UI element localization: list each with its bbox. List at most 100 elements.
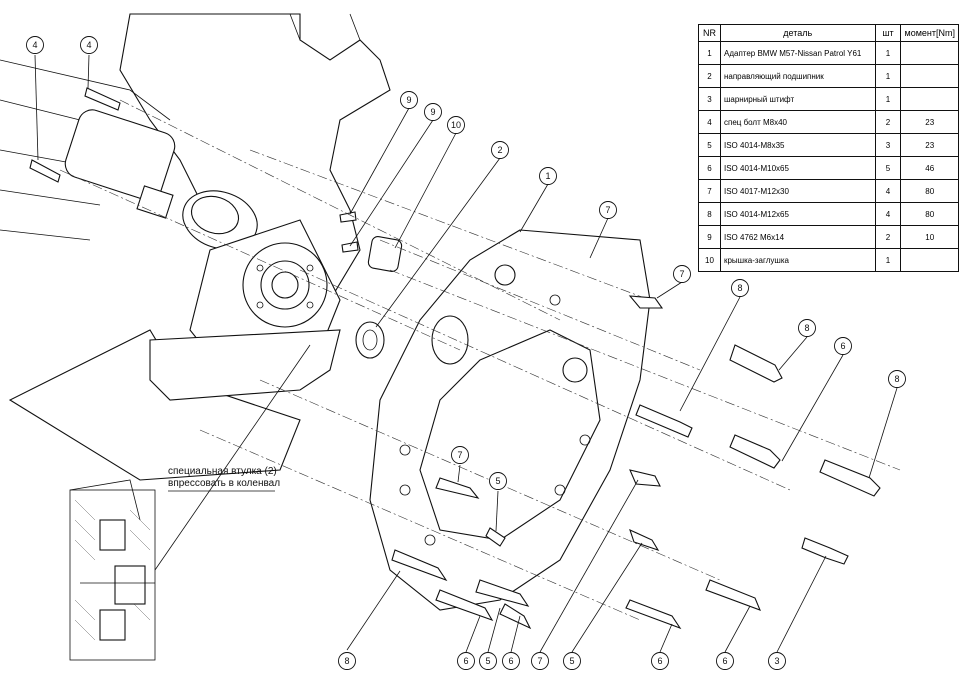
callout-bubble: 8 — [798, 319, 816, 337]
callout-label: 8 — [894, 374, 899, 384]
callout-bubble: 5 — [489, 472, 507, 490]
callout-circle — [424, 103, 442, 121]
callout-bubble: 7 — [451, 446, 469, 464]
row-qty: 1 — [874, 87, 902, 111]
row-qty: 3 — [874, 133, 902, 157]
callout-circle — [26, 36, 44, 54]
callout-label: 6 — [463, 656, 468, 666]
row-nr: 10 — [698, 248, 721, 272]
row-nr: 5 — [698, 133, 721, 157]
callout-bubble: 6 — [502, 652, 520, 670]
row-torque: 80 — [900, 179, 959, 203]
row-part: ISO 4014-M10x65 — [719, 156, 876, 180]
callout-circle — [451, 446, 469, 464]
callout-circle — [673, 265, 691, 283]
callout-bubble: 10 — [447, 116, 465, 134]
row-torque: 23 — [900, 133, 959, 157]
callout-label: 5 — [569, 656, 574, 666]
callout-bubble: 4 — [80, 36, 98, 54]
row-part: шарнирный штифт — [719, 87, 876, 111]
loose-bolts — [391, 295, 881, 630]
callout-bubble: 6 — [457, 652, 475, 670]
row-qty: 1 — [874, 64, 902, 88]
header-torque: момент[Nm] — [900, 24, 959, 42]
row-part: Адаптер BMW M57-Nissan Patrol Y61 — [719, 41, 876, 65]
row-torque: 23 — [900, 110, 959, 134]
row-nr: 9 — [698, 225, 721, 249]
callout-circle — [888, 370, 906, 388]
assembly-axes — [59, 99, 901, 621]
callout-bubble: 7 — [531, 652, 549, 670]
assembly-note: специальная втулка (2) впрессовать в кол… — [168, 466, 280, 490]
callout-bubble: 8 — [338, 652, 356, 670]
callout-circle — [731, 279, 749, 297]
callout-circle — [489, 472, 507, 490]
callout-circle — [599, 201, 617, 219]
leader-lines — [34, 54, 898, 653]
section-detail — [69, 489, 156, 661]
row-torque — [900, 87, 959, 111]
callout-label: 1 — [545, 171, 550, 181]
callout-label: 6 — [840, 341, 845, 351]
callout-label: 4 — [86, 40, 91, 50]
callout-circle — [479, 652, 497, 670]
callout-circle — [716, 652, 734, 670]
row-nr: 8 — [698, 202, 721, 226]
adapter-plate — [369, 229, 651, 611]
callout-circle — [798, 319, 816, 337]
callout-circle — [539, 167, 557, 185]
header-nr: NR — [698, 24, 721, 42]
callout-bubble: 3 — [768, 652, 786, 670]
callout-label: 5 — [485, 656, 490, 666]
engine-block — [0, 13, 391, 521]
row-part: ISO 4014-M12x65 — [719, 202, 876, 226]
row-torque — [900, 64, 959, 88]
callout-bubble: 4 — [26, 36, 44, 54]
callout-bubble: 8 — [731, 279, 749, 297]
row-part: крышка-заглушка — [719, 248, 876, 272]
row-qty: 4 — [874, 202, 902, 226]
callout-label: 3 — [774, 656, 779, 666]
note-line-2: впрессовать в коленвал — [168, 478, 281, 489]
callout-bubble: 7 — [673, 265, 691, 283]
callout-bubble: 9 — [424, 103, 442, 121]
row-qty: 5 — [874, 156, 902, 180]
row-part: ISO 4017-M12x30 — [719, 179, 876, 203]
callout-label: 7 — [605, 205, 610, 215]
parts-table-header: NR деталь шт момент[Nm] — [698, 24, 959, 42]
row-nr: 2 — [698, 64, 721, 88]
callout-label: 8 — [344, 656, 349, 666]
row-nr: 1 — [698, 41, 721, 65]
callout-circle — [563, 652, 581, 670]
callout-label: 7 — [457, 450, 462, 460]
callout-label: 10 — [451, 120, 461, 130]
row-qty: 4 — [874, 179, 902, 203]
callout-bubble: 5 — [479, 652, 497, 670]
callout-bubble: 7 — [599, 201, 617, 219]
callout-bubble: 6 — [651, 652, 669, 670]
row-qty: 1 — [874, 248, 902, 272]
callout-bubble: 8 — [888, 370, 906, 388]
starter-motor — [64, 109, 258, 250]
callout-label: 7 — [679, 269, 684, 279]
callout-bubble: 5 — [563, 652, 581, 670]
callout-circle — [400, 91, 418, 109]
row-nr: 6 — [698, 156, 721, 180]
callout-circle — [491, 141, 509, 159]
callout-bubble: 1 — [539, 167, 557, 185]
callout-circle — [338, 652, 356, 670]
row-part: ISO 4762 M6x14 — [719, 225, 876, 249]
callout-circle — [80, 36, 98, 54]
row-torque: 80 — [900, 202, 959, 226]
callout-circle — [502, 652, 520, 670]
callout-label: 6 — [508, 656, 513, 666]
header-part: деталь — [719, 24, 876, 42]
